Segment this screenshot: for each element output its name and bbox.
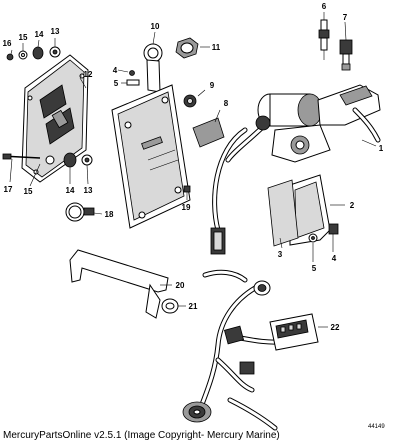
callout-16: 16 [3, 39, 12, 48]
bracket-part-20[interactable] [69, 249, 169, 319]
callout-19: 19 [182, 203, 191, 212]
callout-4-lower: 4 [332, 254, 337, 263]
callout-21: 21 [189, 302, 198, 311]
bracket-part-10[interactable] [143, 43, 163, 93]
callout-10: 10 [151, 22, 160, 31]
connector-part-22[interactable] [269, 313, 319, 351]
callout-7: 7 [343, 13, 348, 22]
sensor-part-6[interactable] [318, 19, 330, 60]
main-harness-part-1[interactable] [210, 84, 381, 255]
hardware-top-left[interactable] [6, 46, 61, 61]
callout-13-lower: 13 [84, 186, 93, 195]
grommet-part-21[interactable] [161, 298, 179, 314]
clamp-part-18[interactable] [65, 202, 95, 222]
callout-5-lower: 5 [312, 264, 317, 273]
callout-20: 20 [176, 281, 185, 290]
sensor-part-7[interactable] [339, 39, 353, 71]
callout-15-lower: 15 [24, 187, 33, 196]
callout-15: 15 [19, 33, 28, 42]
pad-part-8[interactable] [192, 117, 225, 148]
callout-2: 2 [350, 201, 355, 210]
nut-part-11[interactable] [175, 37, 199, 59]
callout-11: 11 [212, 43, 221, 52]
callout-6: 6 [322, 2, 327, 11]
hardware-bottom-left[interactable] [2, 152, 93, 168]
callout-labels: 16 15 14 13 12 10 11 4 5 9 8 19 6 7 1 2 … [3, 2, 386, 430]
drawing-reference: 44149 [368, 424, 385, 430]
callout-17: 17 [4, 185, 13, 194]
callout-9: 9 [210, 81, 215, 90]
callout-4-upper: 4 [113, 66, 118, 75]
callout-14-lower: 14 [66, 186, 75, 195]
callout-13: 13 [51, 27, 60, 36]
fasteners-4-5-lower[interactable] [308, 223, 339, 243]
leader-lines [9, 12, 377, 328]
screw-part-19[interactable] [183, 185, 191, 193]
callout-18: 18 [105, 210, 114, 219]
callout-3: 3 [278, 250, 283, 259]
ecu-module-part-12[interactable] [21, 54, 89, 183]
callout-22: 22 [331, 323, 340, 332]
lower-harness[interactable] [182, 269, 293, 431]
fasteners-4-5-upper[interactable] [126, 70, 140, 86]
callout-1: 1 [379, 144, 384, 153]
bracket-part-2[interactable] [289, 174, 331, 246]
callout-14: 14 [35, 30, 44, 39]
pad-part-3[interactable] [267, 179, 299, 247]
grommet-part-9[interactable] [183, 94, 197, 108]
callout-5-upper: 5 [114, 79, 119, 88]
callout-8: 8 [224, 99, 229, 108]
callout-12: 12 [84, 70, 93, 79]
copyright-footer: MercuryPartsOnline v2.5.1 (Image Copyrig… [3, 430, 280, 441]
mounting-plate[interactable] [111, 84, 191, 229]
